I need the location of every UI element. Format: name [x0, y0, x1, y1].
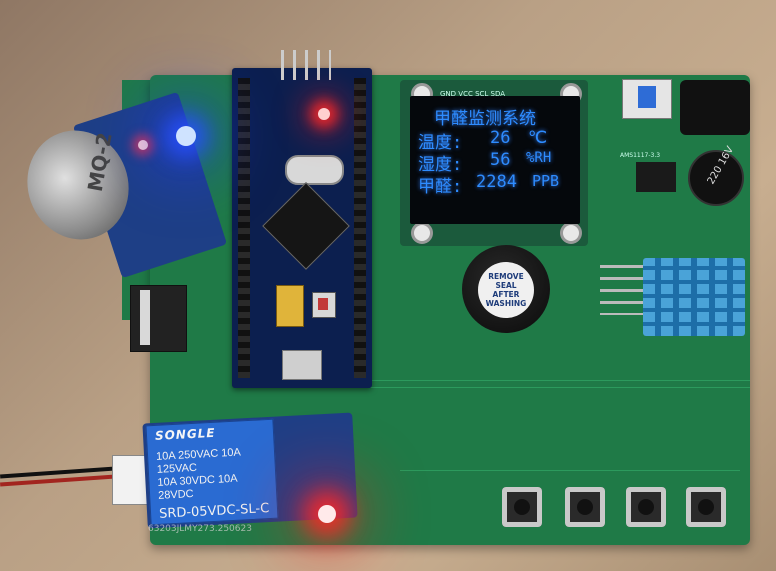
relay-brand: SONGLE	[154, 425, 216, 443]
relay-model: SRD-05VDC-SL-C	[158, 500, 270, 522]
voltage-regulator	[636, 162, 676, 192]
oled-row-value: 56	[490, 150, 511, 170]
oled-row-label: 湿度:	[418, 155, 463, 175]
oled-row-unit: ℃	[528, 128, 548, 148]
mcu-power-led	[318, 108, 330, 120]
relay-spec-line: 10A 30VDC 10A 28VDC	[157, 472, 238, 502]
micro-usb-port	[282, 350, 322, 380]
buzzer-text: REMOVE	[488, 272, 524, 281]
pcb-trace	[370, 380, 750, 381]
key-button-1[interactable]	[502, 487, 542, 527]
oled-row-label: 温度:	[418, 133, 463, 153]
oled-row-value: 2284	[476, 172, 517, 192]
blue-status-led	[176, 126, 196, 146]
oled-pin-labels: GND VCC SCL SDA	[440, 90, 506, 98]
relay-led	[318, 505, 336, 523]
pcb-trace	[400, 470, 740, 471]
oled-row-unit: PPB	[532, 172, 560, 190]
key-button-3[interactable]	[626, 487, 666, 527]
mcu-pin-row-left	[238, 78, 250, 378]
mcu-pin-row-right	[354, 78, 366, 378]
buzzer-text: WASHING	[485, 299, 527, 308]
key-button-4[interactable]	[686, 487, 726, 527]
oled-row-label: 甲醛:	[418, 177, 463, 197]
regulator-label: AMS1117-3.3	[620, 152, 661, 159]
dht11-pins	[600, 265, 645, 315]
dht11-sensor	[643, 258, 745, 336]
oled-row-unit: %RH	[526, 150, 552, 166]
buzzer-seal-label: REMOVE SEAL AFTER WASHING	[478, 262, 534, 318]
oled-screen: 甲醛监测系统 温度: 26 ℃ 湿度: 56 %RH 甲醛: 2284 PPB	[410, 96, 580, 224]
reset-button-knob	[318, 298, 328, 310]
left-header-pins	[140, 290, 150, 345]
board-id-text: 63203JLMY273.250623	[148, 524, 252, 534]
gas-sensor-led	[138, 140, 148, 150]
power-switch-knob	[638, 86, 656, 108]
electrolytic-capacitor	[688, 150, 744, 206]
dc-power-jack	[680, 80, 750, 135]
buzzer-text: AFTER	[492, 290, 520, 299]
boot-jumper	[276, 285, 304, 327]
oled-mount-hole	[560, 222, 582, 244]
relay: SONGLE 10A 250VAC 10A 125VAC 10A 30VDC 1…	[145, 418, 279, 526]
left-header-connector	[130, 285, 187, 352]
oled-mount-hole	[411, 222, 433, 244]
oled-title: 甲醛监测系统	[434, 109, 536, 129]
buzzer-text: SEAL	[495, 281, 517, 290]
wire-connector	[112, 455, 148, 505]
key-button-2[interactable]	[565, 487, 605, 527]
mcu-top-header-pins	[281, 50, 331, 80]
oled-row-value: 26	[490, 128, 511, 148]
pcb-trace	[370, 387, 750, 388]
crystal-oscillator	[285, 155, 344, 185]
